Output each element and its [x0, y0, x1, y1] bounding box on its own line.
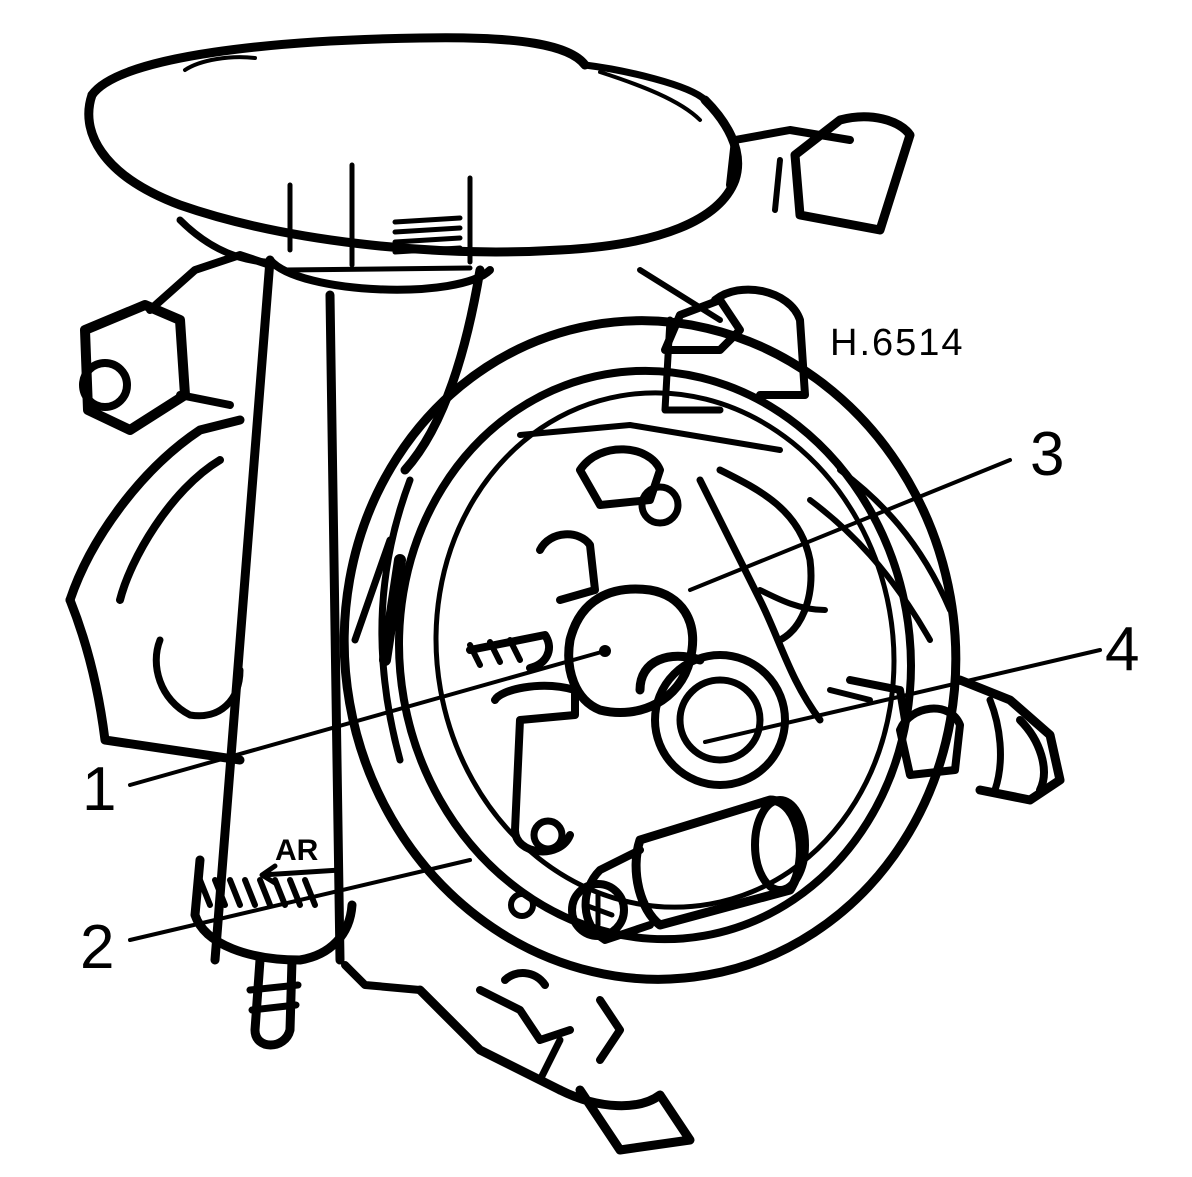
housing-clamp	[637, 267, 809, 414]
distributor-body	[65, 216, 494, 965]
leader-line-2	[128, 858, 472, 942]
leader-line-4	[703, 648, 1102, 744]
mounting-bolt	[79, 251, 274, 435]
distributor-housing	[339, 316, 961, 984]
vacuum-unit	[955, 675, 1065, 805]
ar-stamp-label: AR	[275, 834, 319, 867]
arrow-icon	[259, 863, 343, 886]
internal-mechanism	[466, 422, 964, 944]
callout-2: 2	[80, 913, 114, 982]
leader-lines	[128, 458, 1102, 942]
leader-line-1	[128, 649, 607, 787]
callout-4: 4	[1105, 615, 1139, 684]
stamp-group: AR	[259, 834, 343, 886]
distributor-cap	[84, 33, 743, 268]
callout-1: 1	[82, 755, 116, 824]
leader-line-3	[688, 458, 1012, 592]
figure-reference-code: H.6514	[830, 322, 965, 364]
callout-3: 3	[1030, 420, 1064, 489]
cap-clip	[726, 112, 915, 235]
distributor-base	[190, 855, 695, 1155]
